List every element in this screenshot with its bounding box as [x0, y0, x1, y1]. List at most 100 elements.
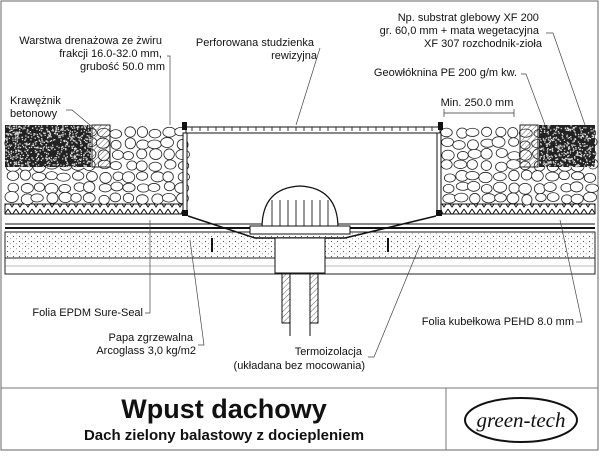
- soil-grain: [590, 127, 592, 129]
- soil-grain: [540, 132, 542, 134]
- soil-grain: [16, 154, 18, 156]
- soil-grain: [564, 153, 567, 155]
- soil-grain: [581, 149, 584, 151]
- soil-grain: [27, 149, 29, 151]
- soil-grain: [38, 125, 40, 128]
- soil-grain: [548, 161, 551, 163]
- soil-grain: [38, 136, 40, 139]
- soil-grain: [39, 133, 41, 135]
- soil-grain: [28, 142, 31, 145]
- soil-grain: [76, 154, 78, 156]
- soil-grain: [57, 127, 59, 129]
- soil-grain: [88, 136, 90, 139]
- soil-grain: [89, 138, 92, 141]
- soil-grain: [49, 133, 52, 135]
- soil-grain: [59, 134, 61, 137]
- soil-grain: [82, 158, 85, 160]
- soil-grain: [569, 161, 571, 163]
- soil-grain: [42, 149, 44, 151]
- soil-grain: [80, 154, 82, 157]
- soil-grain: [49, 149, 51, 151]
- soil-grain: [80, 152, 82, 154]
- soil-grain: [564, 159, 566, 162]
- soil-grain: [6, 141, 9, 143]
- soil-grain: [576, 152, 579, 154]
- soil-grain: [90, 126, 92, 128]
- soil-grain: [566, 127, 569, 129]
- soil-grain: [52, 158, 55, 161]
- soil-grain: [35, 143, 37, 145]
- soil-grain: [567, 129, 569, 131]
- soil-grain: [72, 145, 75, 147]
- soil-grain: [580, 155, 583, 158]
- soil-grain: [11, 157, 13, 159]
- soil-grain: [86, 134, 88, 137]
- pebble: [467, 148, 482, 159]
- soil-grain: [14, 127, 16, 129]
- soil-grain: [573, 156, 576, 158]
- soil-grain: [8, 127, 11, 130]
- soil-grain: [562, 134, 564, 136]
- soil-grain: [574, 138, 576, 140]
- soil-grain: [561, 165, 563, 168]
- soil-grain: [26, 131, 28, 133]
- soil-grain: [557, 150, 560, 152]
- soil-grain: [5, 160, 7, 162]
- pebble: [147, 139, 162, 150]
- soil-grain: [572, 144, 574, 146]
- soil-grain: [47, 158, 49, 160]
- pebble: [150, 171, 165, 183]
- soil-grain: [9, 144, 11, 146]
- pebble: [481, 193, 496, 204]
- soil-grain: [547, 131, 549, 133]
- soil-grain: [63, 164, 65, 167]
- soil-grain: [75, 162, 78, 165]
- pebble: [147, 183, 161, 192]
- soil-grain: [56, 130, 58, 132]
- dimple-membrane-right: [439, 203, 596, 215]
- soil-grain: [57, 152, 59, 155]
- soil-grain: [37, 158, 40, 160]
- soil-grain: [30, 139, 32, 141]
- soil-grain: [575, 154, 577, 156]
- soil-grain: [62, 126, 64, 128]
- pebble: [466, 159, 478, 170]
- soil-grain: [29, 161, 31, 163]
- pebble: [98, 194, 110, 205]
- soil-grain: [34, 141, 36, 143]
- pebble: [558, 170, 570, 181]
- soil-grain: [6, 160, 8, 163]
- soil-grain: [13, 147, 16, 149]
- soil-grain: [550, 160, 552, 163]
- soil-grain: [594, 158, 596, 160]
- soil-grain: [54, 130, 57, 132]
- soil-grain: [28, 165, 30, 167]
- soil-grain: [18, 150, 20, 152]
- soil-grain: [66, 144, 68, 146]
- soil-grain: [18, 146, 20, 148]
- soil-grain: [579, 154, 581, 157]
- soil-grain: [86, 158, 88, 160]
- soil-grain: [46, 128, 48, 130]
- soil-grain: [586, 144, 588, 147]
- soil-grain: [549, 125, 551, 127]
- soil-grain: [48, 157, 51, 160]
- soil-grain: [53, 139, 55, 141]
- soil-grain: [53, 132, 56, 135]
- soil-grain: [65, 159, 67, 161]
- soil-grain: [571, 144, 573, 146]
- soil-grain: [540, 155, 543, 158]
- soil-grain: [570, 135, 572, 138]
- soil-grain: [585, 137, 587, 139]
- soil-grain: [17, 161, 20, 164]
- soil-grain: [87, 129, 90, 131]
- soil-grain: [22, 146, 25, 148]
- soil-grain: [585, 151, 587, 154]
- soil-grain: [45, 144, 47, 146]
- soil-grain: [71, 136, 74, 138]
- soil-grain: [64, 125, 67, 128]
- soil-grain: [574, 157, 576, 159]
- soil-grain: [573, 140, 575, 142]
- soil-grain: [20, 132, 22, 134]
- soil-grain: [63, 140, 65, 142]
